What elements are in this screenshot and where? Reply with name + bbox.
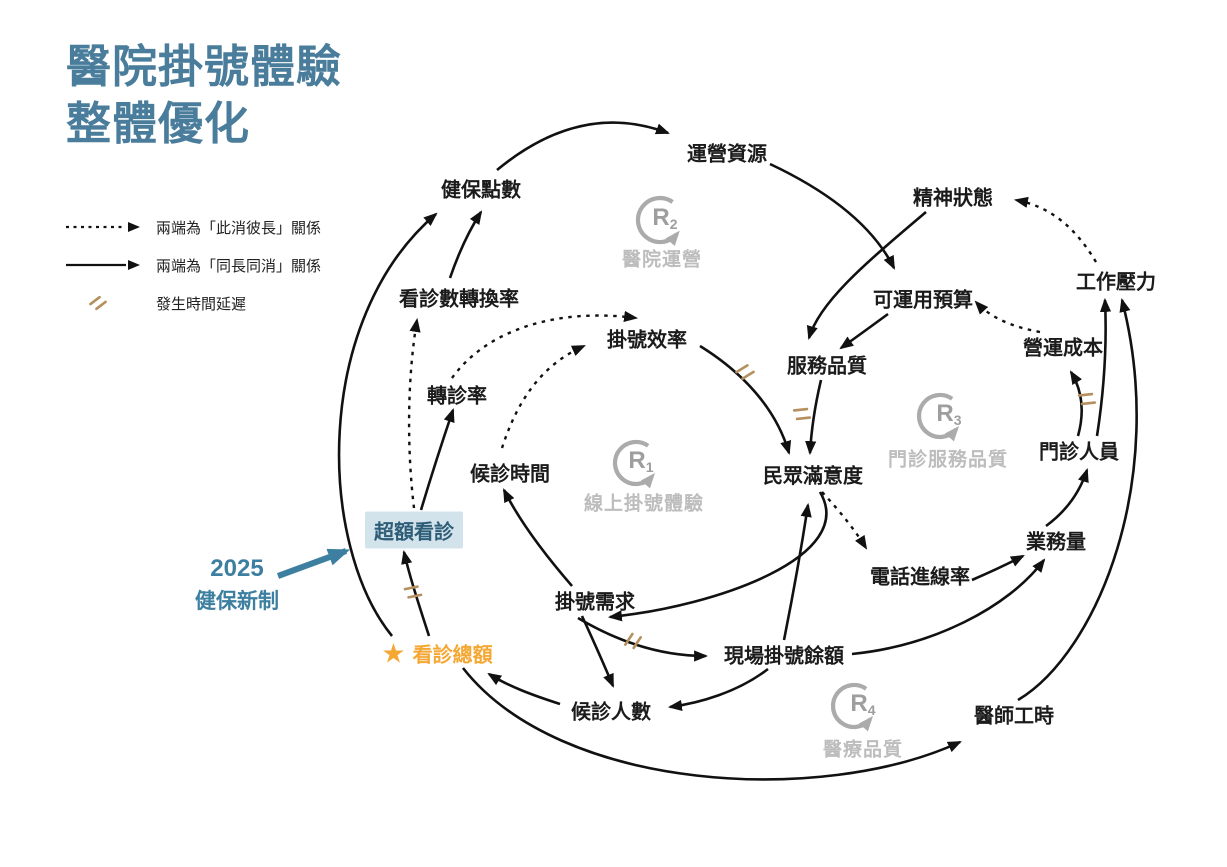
node-service-quality: 服務品質 — [787, 355, 867, 378]
delay-mark-icon — [89, 295, 107, 311]
page-title: 醫院掛號體驗 整體優化 — [66, 38, 342, 152]
node-work-pressure: 工作壓力 — [1076, 271, 1156, 294]
annotation-line2: 健保新制 — [195, 590, 279, 613]
edge-resources-to-budget — [769, 162, 896, 270]
loop-r2-letter: R — [652, 204, 670, 231]
node-available-budget: 可運用預算 — [873, 289, 973, 312]
edge-visit-quota-to-nhi-points — [337, 212, 438, 637]
node-excess-visits: 超額看診 — [365, 511, 463, 549]
annotation-line1: 2025 — [210, 555, 264, 582]
node-referral-rate: 轉診率 — [427, 385, 487, 408]
node-visit-quota: ★ 看診總額 — [381, 639, 492, 668]
dashed-edges — [407, 196, 1098, 550]
loop-r4-label: 醫療品質 — [822, 739, 904, 761]
solid-edges — [337, 121, 1138, 781]
star-icon: ★ — [381, 638, 406, 668]
loop-r3-marker: R3 — [936, 400, 961, 428]
page-title-line2: 整體優化 — [66, 98, 251, 149]
loop-r1-label: 線上掛號體驗 — [583, 493, 705, 515]
edge-demand-to-waiting-time — [502, 488, 573, 587]
legend-dashed-label: 兩端為「此消彼長」關係 — [156, 219, 322, 237]
edge-staff-to-pressure — [1095, 297, 1112, 437]
edge-doctor-hours-to-pressure — [1017, 297, 1138, 702]
legend-delay-label: 發生時間延遲 — [156, 295, 247, 313]
node-nhi-points: 健保點數 — [441, 179, 521, 202]
legend-solid-label: 兩端為「同長同消」關係 — [156, 257, 322, 275]
legend-row-solid: 兩端為「同長同消」關係 — [64, 246, 364, 284]
node-waiting-count: 候診人數 — [571, 701, 651, 724]
delay-mark-icon — [623, 632, 643, 650]
edge-mental-to-service-quality — [806, 211, 927, 341]
node-onsite-registration-balance: 現場掛號餘額 — [724, 645, 844, 668]
loop-r2-number: 2 — [669, 216, 678, 232]
loop-r4-letter: R — [850, 690, 868, 717]
delay-mark-icon — [1077, 392, 1097, 406]
loop-r3-letter: R — [936, 400, 954, 427]
node-registration-demand: 掛號需求 — [555, 591, 635, 614]
dashed-arrow-icon — [66, 222, 140, 232]
node-visit-conversion-rate: 看診數轉換率 — [399, 288, 519, 311]
edge-efficiency-to-satisfaction — [699, 344, 792, 456]
edge-demand-to-onsite-balance — [577, 616, 709, 662]
solid-arrow-icon — [66, 260, 140, 270]
loop-r1-letter: R — [628, 447, 646, 474]
node-outpatient-staff: 門診人員 — [1039, 441, 1119, 464]
loop-r3-icon — [916, 392, 960, 442]
node-operating-resources: 運營資源 — [687, 143, 767, 166]
edge-staff-to-operating-cost — [1069, 370, 1083, 437]
loop-r1-number: 1 — [645, 459, 654, 475]
legend: 兩端為「此消彼長」關係 兩端為「同長同消」關係 發生時間延遲 — [64, 208, 364, 322]
legend-row-delay: 發生時間延遲 — [64, 284, 364, 322]
page-title-line1: 醫院掛號體驗 — [66, 41, 343, 92]
node-call-through-rate: 電話進線率 — [870, 566, 970, 589]
edge-nhi-points-to-resources — [496, 121, 670, 172]
loop-r4-number: 4 — [867, 702, 876, 718]
node-waiting-time: 候診時間 — [470, 463, 550, 486]
loop-r2-marker: R2 — [652, 204, 677, 232]
loop-r1-icon — [612, 439, 656, 489]
node-public-satisfaction: 民眾滿意度 — [763, 465, 863, 488]
edge-service-to-satisfaction — [805, 379, 823, 456]
node-doctor-work-hours: 醫師工時 — [974, 705, 1054, 728]
edge-onsite-to-waiting-count — [667, 667, 769, 711]
node-visit-quota-label: 看診總額 — [412, 644, 493, 667]
loop-r4-icon — [830, 682, 874, 732]
edge-quota-to-excess — [401, 549, 431, 637]
edge-excess-to-conversion-dashed — [407, 317, 421, 509]
edge-onsite-to-satisfaction — [782, 502, 812, 641]
edge-cost-to-budget-dashed — [974, 300, 1041, 334]
edge-pressure-to-mental-dashed — [1013, 196, 1098, 263]
edge-demand-to-waiting-count — [580, 615, 615, 688]
loop-r3-label: 門診服務品質 — [887, 449, 1009, 471]
edge-volume-to-staff — [1045, 468, 1089, 528]
node-mental-state: 精神狀態 — [913, 187, 993, 210]
edge-onsite-to-volume — [851, 558, 1046, 656]
loop-r2-icon — [635, 195, 680, 247]
loop-icons — [612, 195, 960, 732]
annotation-arrow — [276, 548, 351, 579]
legend-row-dashed: 兩端為「此消彼長」關係 — [64, 208, 364, 246]
loop-r3-number: 3 — [953, 412, 962, 428]
edge-satisfaction-to-call-rate-dashed — [821, 491, 868, 550]
edge-excess-to-referral — [419, 408, 455, 511]
loop-r2-label: 醫院運營 — [621, 249, 703, 271]
loop-r4-marker: R4 — [850, 690, 875, 718]
edge-call-rate-to-volume — [971, 554, 1025, 582]
edge-conversion-to-nhi-points — [448, 210, 483, 279]
edge-satisfaction-to-demand — [607, 491, 828, 622]
edge-waiting-count-to-quota — [487, 672, 561, 706]
node-registration-efficiency: 掛號效率 — [607, 329, 687, 352]
edge-budget-to-service-quality — [839, 312, 889, 350]
delay-marks — [403, 364, 1097, 650]
delay-mark-icon — [792, 407, 812, 421]
annotation-2025-nhi: 2025 健保新制 — [195, 555, 279, 615]
loop-r1-marker: R1 — [628, 447, 653, 475]
delay-mark-icon — [735, 364, 755, 380]
edge-quota-to-doctor-hours — [461, 667, 962, 781]
node-operating-cost: 營運成本 — [1023, 337, 1103, 360]
node-business-volume: 業務量 — [1026, 531, 1086, 554]
delay-mark-icon — [403, 585, 423, 599]
edge-waiting-time-to-efficiency-dashed — [500, 344, 586, 449]
